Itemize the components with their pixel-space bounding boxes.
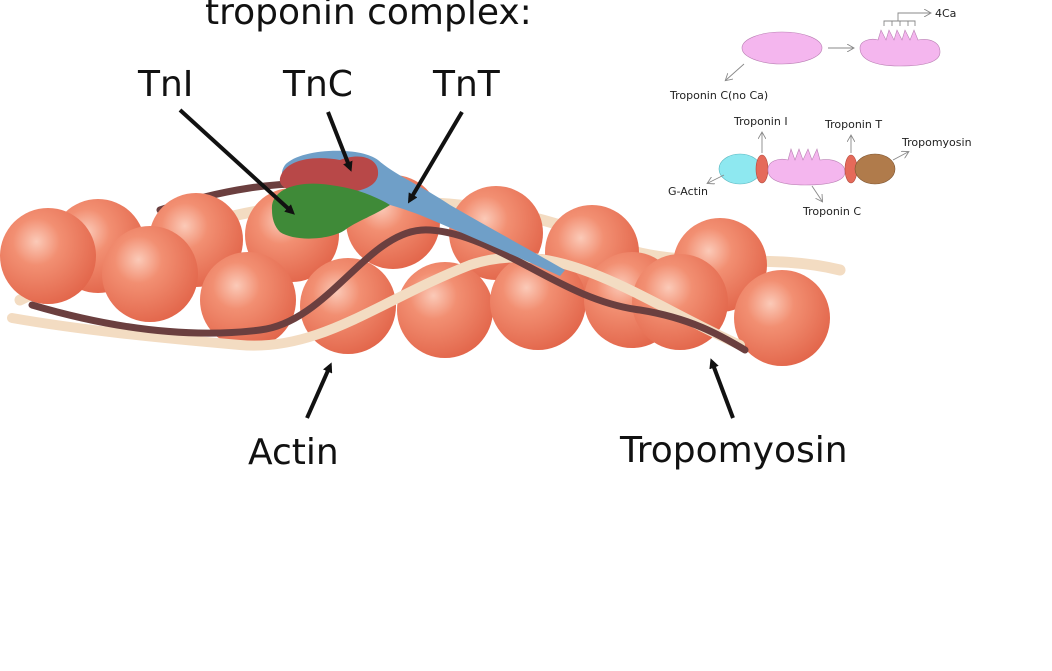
arrow-tnc [326, 111, 353, 172]
label-tnc: TnC [282, 64, 353, 105]
label-tnt: TnT [432, 64, 501, 105]
actin-bead [200, 252, 296, 348]
arrow-tnt [407, 110, 464, 204]
inset-schematic: 4Ca Troponin C(no Ca) Troponin I Troponi… [668, 7, 972, 218]
troponin-complex [271, 150, 565, 276]
inset-label-4ca: 4Ca [935, 7, 956, 20]
inset-g-actin-shape [718, 153, 762, 185]
inset-label-tropomyosin: Tropomyosin [901, 136, 972, 149]
inset-arrow-tropomyosin [892, 152, 908, 161]
troponin-i-shape [271, 183, 390, 239]
inset-label-g-actin: G-Actin [668, 185, 708, 198]
actin-bead [734, 270, 830, 366]
tropomyosin-strand-light-front [7, 252, 745, 351]
troponin-c-shape [279, 156, 379, 193]
inset-label-troponin-c: Troponin C [802, 205, 861, 218]
arrow-tropomyosin [709, 358, 735, 419]
inset-label-troponin-t: Troponin T [824, 118, 882, 131]
inset-troponin-i-shape [755, 154, 769, 184]
inset-tropomyosin-shape [854, 153, 896, 185]
label-actin: Actin [248, 432, 339, 473]
label-tropomyosin: Tropomyosin [619, 430, 848, 471]
arrow-actin [305, 362, 333, 419]
actin-bead [0, 208, 96, 304]
tropomyosin-strand-dark-front [28, 226, 749, 354]
diagram-title: troponin complex: [205, 0, 532, 33]
arrow-tni [178, 108, 295, 215]
label-tni: TnI [137, 64, 193, 105]
actin-filament [0, 175, 830, 366]
actin-bead [490, 254, 586, 350]
inset-arrow-g-actin [708, 174, 725, 183]
inset-label-troponin-c-no-ca: Troponin C(no Ca) [669, 89, 768, 102]
inset-arrow-troponin-c-no-ca [726, 63, 745, 80]
inset-arrow-troponin-c [811, 185, 822, 201]
inset-troponin-c-with-ca-shape [859, 29, 941, 67]
inset-label-troponin-i: Troponin I [733, 115, 788, 128]
actin-bead [102, 226, 198, 322]
inset-troponin-c-shape [767, 148, 846, 186]
inset-ca-bracket [883, 13, 930, 26]
inset-troponin-c-no-ca-shape [741, 31, 823, 65]
